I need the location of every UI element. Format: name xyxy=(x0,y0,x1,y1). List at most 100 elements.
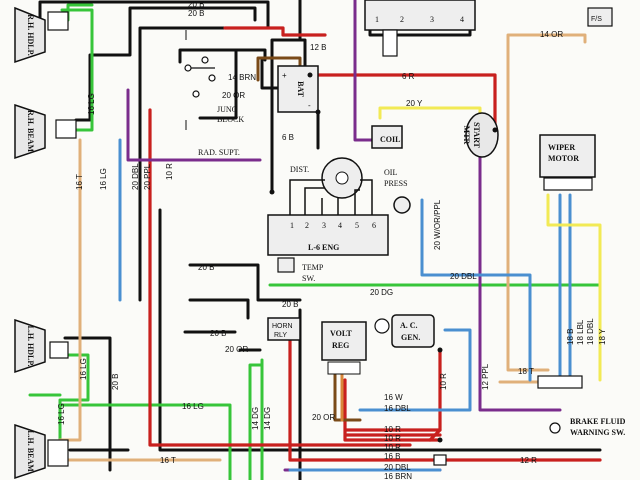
red-wires xyxy=(148,26,602,462)
headlamp-lh-hdlp: L.H. HDLP. xyxy=(14,318,46,374)
top-terminal-3: 3 xyxy=(430,15,434,24)
wire-20b-mid-b xyxy=(188,298,250,320)
battery-minus: - xyxy=(308,101,311,110)
volt-reg-label-2: REG xyxy=(332,341,349,350)
label-20or-junc: 20 OR xyxy=(222,91,245,100)
wire-12r xyxy=(288,338,602,462)
label-16t-bot: 16 T xyxy=(160,456,176,465)
brake-fluid-switch: BRAKE FLUID WARNING SW. xyxy=(549,417,626,437)
engine-terminal-1: 1 xyxy=(290,221,294,230)
battery: BAT + - xyxy=(277,65,319,113)
starter-label-1: START xyxy=(472,122,481,148)
distributor: DIST. xyxy=(290,157,363,199)
terminal-dots xyxy=(269,72,498,443)
top-terminal-4: 4 xyxy=(460,15,464,24)
wire-6r xyxy=(308,73,497,132)
label-10r-b1: 10 R xyxy=(384,425,401,434)
label-16t: 16 T xyxy=(75,174,84,190)
label-20dg: 20 DG xyxy=(370,288,393,297)
label-20y: 20 Y xyxy=(406,99,423,108)
headlamp-rh-beam: R.H. BEAM xyxy=(14,103,46,160)
wire-14dg xyxy=(248,363,264,480)
label-16lg-bot: 16 LG xyxy=(182,402,204,411)
label-20dbl-h: 20 DBL xyxy=(450,272,477,281)
coil: COIL xyxy=(371,125,403,149)
label-18y: 18 Y xyxy=(598,328,607,345)
headlamp-lh-beam-label: L.H. BEAM xyxy=(26,430,35,472)
wire-16lg-top-b xyxy=(66,3,94,22)
label-20b-top2: 20 B xyxy=(188,9,204,18)
spark-leads xyxy=(289,179,373,215)
label-20b-mid: 20 B xyxy=(198,263,214,272)
engine-terminal-4: 4 xyxy=(338,221,342,230)
brown-wires xyxy=(256,56,362,422)
label-20b-v: 20 B xyxy=(210,329,226,338)
engine-terminal-3: 3 xyxy=(322,221,326,230)
label-10r-b3: 10 R xyxy=(384,443,401,452)
coil-label: COIL xyxy=(380,135,400,144)
label-18b: 18 B xyxy=(566,329,575,345)
horn-relay-label-1: HORN xyxy=(272,323,293,330)
horn-relay-label-2: RLY xyxy=(274,332,287,339)
junction-block-label-1: JUNC xyxy=(217,105,237,114)
headlamp-lh-beam: L.H. BEAM xyxy=(14,423,46,480)
wire-red-top xyxy=(223,26,327,37)
wire-10r-left xyxy=(148,108,412,447)
blue-wires xyxy=(118,138,572,472)
label-20dbl-b: 20 DBL xyxy=(384,463,411,472)
label-20b-top1: 20 B xyxy=(188,0,204,9)
wire-16dbl xyxy=(358,328,472,412)
top-terminal-box: 1 2 3 4 xyxy=(364,0,476,57)
oil-pressure-switch: OIL PRESS xyxy=(384,168,411,214)
label-20b-mid2: 20 B xyxy=(282,300,298,309)
wire-16lg-top xyxy=(60,8,94,132)
ac-gen-label-1: A. C. xyxy=(400,321,418,330)
engine-block: 1 2 3 4 5 6 L-6 ENG xyxy=(267,214,389,256)
wire-18y xyxy=(546,193,602,382)
engine-terminal-2: 2 xyxy=(305,221,309,230)
label-20or-reg: 20 OR xyxy=(312,413,335,422)
label-10r-v: 10 R xyxy=(165,163,174,180)
fuse-block-label: F/S xyxy=(591,16,602,23)
wire-10r-bundle xyxy=(343,378,442,442)
label-10r-b2: 10 R xyxy=(384,434,401,443)
wire-16lg-bot xyxy=(58,403,232,480)
wire-bat-black xyxy=(260,58,280,90)
headlamp-rh-hdlp: R.H. HDLP. xyxy=(14,6,46,64)
wire-junc-black xyxy=(178,48,267,64)
temp-sw-label-2: SW. xyxy=(302,274,315,283)
wire-12b xyxy=(270,38,307,194)
wire-20y xyxy=(378,106,482,127)
junction-block-label-2: BLOCK xyxy=(217,115,244,124)
wire-20dbl-h xyxy=(420,198,532,382)
label-18lbl: 18 LBL xyxy=(576,319,585,345)
label-16w: 16 W xyxy=(384,393,403,402)
label-14dg: 14 DG xyxy=(251,407,260,430)
wire-14brn xyxy=(256,56,302,82)
voltage-regulator: VOLT REG xyxy=(321,321,367,375)
battery-label: BAT xyxy=(296,81,305,98)
wire-10r-gen xyxy=(428,348,442,442)
tan-wires xyxy=(58,33,587,462)
headlamp-connectors xyxy=(47,11,77,467)
volt-reg-label-1: VOLT xyxy=(330,329,352,338)
connector-blocks xyxy=(433,375,583,466)
label-16lg-l1: 16 LG xyxy=(79,358,88,380)
temp-switch: TEMP SW. xyxy=(277,257,324,283)
label-16lg-b: 16 LG xyxy=(99,168,108,190)
wiper-motor-label-2: MOTOR xyxy=(548,154,579,163)
label-6r: 6 R xyxy=(402,72,415,81)
label-12b: 12 B xyxy=(310,43,326,52)
label-14brn: 14 BRN xyxy=(228,73,256,82)
label-12r: 12 R xyxy=(520,456,537,465)
radiator-support: RAD. SUPT. xyxy=(185,30,240,157)
junction-block: JUNC BLOCK xyxy=(184,56,244,124)
headlamp-rh-beam-label: R.H. BEAM xyxy=(26,110,35,152)
label-16brn: 16 BRN xyxy=(384,472,412,480)
wire-20b-top-2 xyxy=(74,6,257,122)
label-16dbl: 16 DBL xyxy=(384,404,411,413)
fuse-block: F/S xyxy=(587,7,613,27)
label-18t: 18 T xyxy=(518,367,534,376)
engine-terminal-6: 6 xyxy=(372,221,376,230)
